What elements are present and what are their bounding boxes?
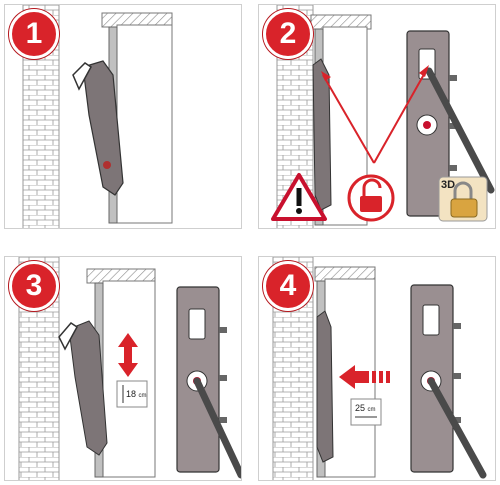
measurement-box xyxy=(350,398,382,426)
push-arrow-icon xyxy=(339,365,390,389)
bolt xyxy=(449,123,457,129)
vertical-arrow-icon xyxy=(118,333,138,377)
bolt xyxy=(449,75,457,81)
bolt xyxy=(219,327,227,333)
measurement-value: 18 cm xyxy=(126,389,147,399)
lock-detail xyxy=(103,161,111,169)
bolt xyxy=(219,417,227,423)
lock-mechanism xyxy=(82,60,124,196)
badge-3d-label: 3D xyxy=(441,179,456,191)
latch-window xyxy=(422,304,440,336)
step-number-badge: 1 xyxy=(9,9,59,59)
measurement-value: 25 cm xyxy=(355,403,376,413)
bolt xyxy=(449,165,457,171)
measurement-number: 25 xyxy=(355,403,366,413)
cylinder-core xyxy=(423,121,431,129)
step-3-illustration xyxy=(18,257,241,480)
step-1-panel: 1 xyxy=(4,4,242,229)
arrow-head xyxy=(419,65,429,77)
step-4-panel: 25 cm 4 xyxy=(258,256,496,481)
key-tool xyxy=(425,67,495,194)
lock-mechanism-side xyxy=(312,58,332,211)
padlock-3d-icon xyxy=(438,176,488,222)
step-number-badge: 2 xyxy=(263,9,313,59)
hook xyxy=(58,322,78,351)
warning-icon xyxy=(271,173,327,221)
bolt xyxy=(453,373,461,379)
step-3-panel: 18 cm 3 xyxy=(4,256,242,481)
door-slab xyxy=(116,24,173,224)
unlock-icon xyxy=(347,174,395,222)
step-4-illustration xyxy=(272,257,487,480)
key-tool xyxy=(427,377,487,479)
lock-mechanism xyxy=(68,320,108,456)
key-tool xyxy=(193,377,241,479)
step-2-panel: 3D 2 xyxy=(258,4,496,229)
measurement-box xyxy=(116,380,148,408)
bolt xyxy=(453,417,461,423)
measurement-number: 18 xyxy=(126,389,137,399)
arrow-head xyxy=(321,71,331,81)
door-slab xyxy=(102,280,156,478)
latch-window xyxy=(188,308,206,340)
step-number-badge: 4 xyxy=(263,261,313,311)
bolt xyxy=(219,375,227,381)
pointer-arrow-right xyxy=(373,68,428,164)
bolt xyxy=(453,323,461,329)
measurement-unit: cm xyxy=(138,393,147,399)
step-2-illustration xyxy=(271,5,495,228)
lock-mechanism-side xyxy=(316,310,334,463)
step-number-badge: 3 xyxy=(9,261,59,311)
hook xyxy=(72,62,92,91)
pointer-arrow-left xyxy=(322,74,375,164)
measurement-unit: cm xyxy=(367,407,376,413)
